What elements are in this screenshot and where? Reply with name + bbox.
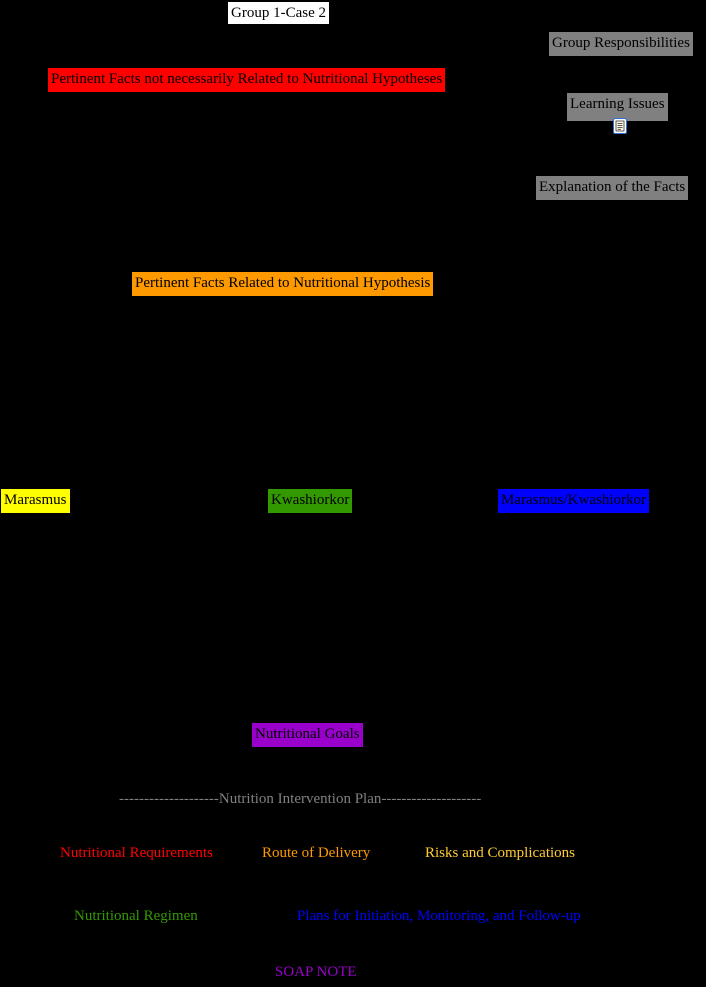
map-title[interactable]: Group 1-Case 2 xyxy=(228,2,329,24)
nutrition-intervention-plan-label: --------------------Nutrition Interventi… xyxy=(119,791,482,807)
pertinent-facts-related-node[interactable]: Pertinent Facts Related to Nutritional H… xyxy=(132,272,434,296)
explanation-of-facts-node[interactable]: Explanation of the Facts xyxy=(536,176,689,200)
nutritional-regimen-node[interactable]: Nutritional Regimen xyxy=(74,908,198,924)
marasmus-node[interactable]: Marasmus xyxy=(1,489,70,513)
group-responsibilities-node[interactable]: Group Responsibilities xyxy=(549,32,693,56)
marasmus-kwashiorkor-node[interactable]: Marasmus/Kwashiorkor xyxy=(498,489,649,513)
route-of-delivery-node[interactable]: Route of Delivery xyxy=(262,845,371,861)
soap-note-node[interactable]: SOAP NOTE xyxy=(275,964,357,980)
pertinent-facts-not-related-node[interactable]: Pertinent Facts not necessarily Related … xyxy=(48,68,446,92)
nutritional-goals-node[interactable]: Nutritional Goals xyxy=(252,723,363,747)
plans-initiation-monitoring-node[interactable]: Plans for Initiation, Monitoring, and Fo… xyxy=(297,908,581,924)
learning-issues-node[interactable]: Learning Issues xyxy=(567,93,668,121)
document-note-icon[interactable] xyxy=(613,118,627,134)
risks-and-complications-node[interactable]: Risks and Complications xyxy=(425,845,575,861)
kwashiorkor-node[interactable]: Kwashiorkor xyxy=(268,489,353,513)
nutritional-requirements-node[interactable]: Nutritional Requirements xyxy=(60,845,213,861)
